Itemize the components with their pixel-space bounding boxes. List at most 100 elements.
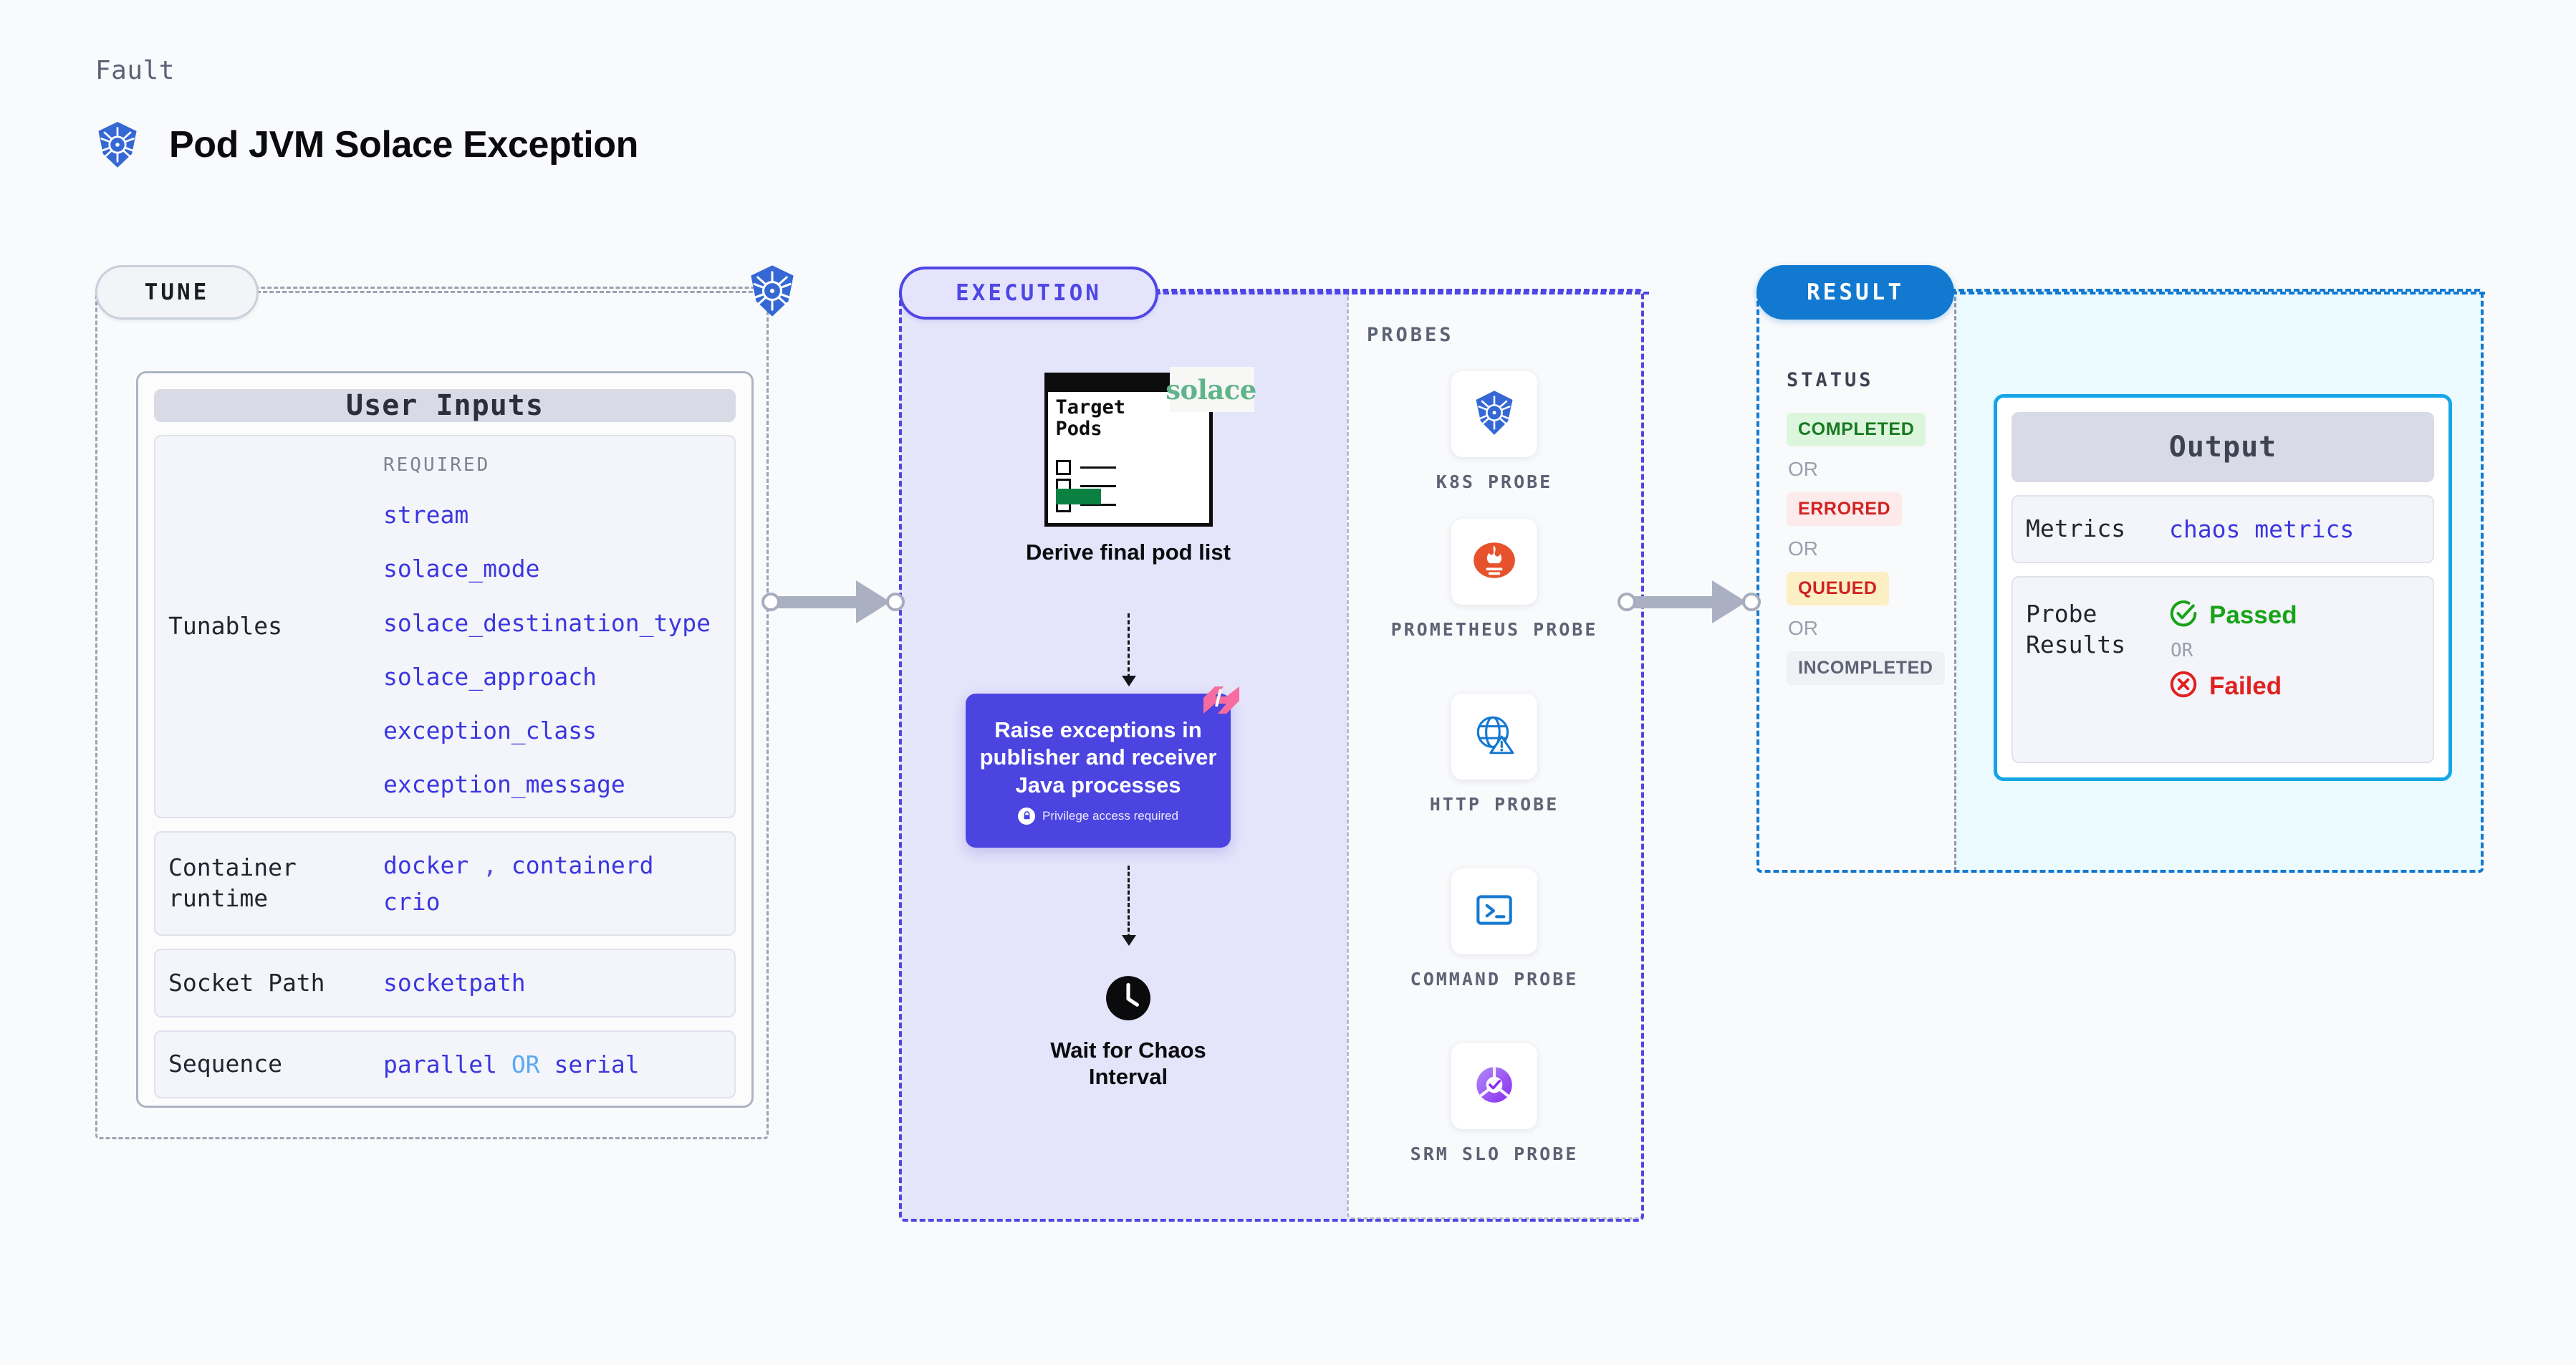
tune-pill[interactable]: TUNE <box>95 265 259 320</box>
flow-arrow-1 <box>1122 613 1136 686</box>
probe-results-row: Probe Results Passed OR <box>2012 576 2434 763</box>
solace-logo: solace <box>1166 367 1256 412</box>
sequence-row: Sequence parallel OR serial <box>154 1030 736 1098</box>
line-icon <box>1080 466 1116 469</box>
connector-shaft <box>776 595 860 608</box>
status-column: STATUS COMPLETED OR ERRORED OR QUEUED OR… <box>1787 369 1966 685</box>
sequence-or: OR <box>511 1050 540 1078</box>
container-runtime-values: docker , containerd crio <box>383 847 654 920</box>
sequence-values: parallel OR serial <box>383 1046 640 1083</box>
sequence-parallel: parallel <box>383 1050 497 1078</box>
result-dash-connector <box>1951 292 2485 294</box>
clock-icon <box>1105 976 1152 1025</box>
probe-command[interactable]: COMMAND PROBE <box>1347 868 1642 992</box>
tunables-values: REQUIRED stream solace_mode solace_desti… <box>383 451 711 803</box>
fault-eyebrow: Fault <box>95 56 175 85</box>
status-badge-queued: QUEUED <box>1787 572 1889 605</box>
required-tag: REQUIRED <box>383 454 491 476</box>
probe-failed-label: Failed <box>2209 671 2282 700</box>
execution-dash-connector <box>1155 292 1649 294</box>
socket-path-key: Socket Path <box>168 968 325 997</box>
globe-warning-icon <box>1471 712 1518 762</box>
probe-results-values: Passed OR Failed <box>2169 599 2297 702</box>
tunable-item: exception_class <box>383 716 597 744</box>
probe-k8s[interactable]: K8S PROBE <box>1347 371 1642 494</box>
probe-label: K8S PROBE <box>1436 471 1553 492</box>
execution-panel <box>899 289 1644 1222</box>
result-pill[interactable]: RESULT <box>1756 265 1954 320</box>
metrics-key: Metrics <box>2026 514 2126 543</box>
document-green-bar <box>1055 489 1101 504</box>
status-badge-incompleted: INCOMPLETED <box>1787 651 1945 685</box>
sequence-key: Sequence <box>168 1049 282 1078</box>
probe-results-key: Probe Results <box>2026 600 2126 659</box>
connector-arrowhead <box>1712 580 1746 623</box>
runtime-containerd: containerd <box>511 851 654 880</box>
privilege-note: Privilege access required <box>1018 807 1178 825</box>
tunable-item: exception_message <box>383 770 625 798</box>
connector-shaft <box>1632 595 1716 608</box>
status-title: STATUS <box>1787 369 1874 391</box>
connector-tune-to-execution <box>761 580 905 623</box>
sequence-serial: serial <box>554 1050 640 1078</box>
probe-tile <box>1451 519 1537 605</box>
socket-path-value: socketpath <box>383 969 526 997</box>
tunable-item: stream <box>383 501 469 530</box>
container-runtime-key: Container runtime <box>168 853 297 913</box>
result-panel <box>1756 289 2484 873</box>
status-badge-completed: COMPLETED <box>1787 413 1926 446</box>
metrics-value: chaos metrics <box>2169 515 2355 543</box>
probe-srm-slo[interactable]: SRM SLO PROBE <box>1347 1043 1642 1167</box>
socket-path-row: Socket Path socketpath <box>154 949 736 1017</box>
privilege-note-text: Privilege access required <box>1042 808 1178 823</box>
runtime-separator: , <box>483 851 497 880</box>
page-title-text: Pod JVM Solace Exception <box>169 124 639 166</box>
target-pods-document: Target Pods solace <box>1044 367 1256 527</box>
lock-icon <box>1018 807 1036 825</box>
connector-start-knob <box>761 593 780 611</box>
connector-arrowhead <box>856 580 890 623</box>
runtime-docker: docker <box>383 851 469 880</box>
derive-pod-list-step: Target Pods solace Derive final pod list <box>996 367 1261 565</box>
line-icon <box>1080 504 1116 506</box>
probe-http[interactable]: HTTP PROBE <box>1347 694 1642 817</box>
status-or: OR <box>1788 617 1818 639</box>
probe-passed-label: Passed <box>2209 600 2297 629</box>
runtime-crio: crio <box>383 888 441 916</box>
wait-caption: Wait for Chaos Interval <box>1050 1038 1206 1090</box>
kubernetes-icon <box>93 120 142 169</box>
prometheus-icon <box>1471 537 1518 588</box>
litmus-chaos-icon <box>1202 685 1241 719</box>
output-title: Output <box>2012 412 2434 482</box>
tunables-row: Tunables REQUIRED stream solace_mode sol… <box>154 435 736 819</box>
probe-label: PROMETHEUS PROBE <box>1390 619 1598 640</box>
result-inner-divider <box>1954 290 1956 871</box>
tunable-item: solace_mode <box>383 555 540 583</box>
connector-execution-to-result <box>1618 580 1761 623</box>
probe-tile <box>1451 371 1537 457</box>
x-circle-icon <box>2169 670 2198 702</box>
tunables-key: Tunables <box>168 612 282 641</box>
probe-tile <box>1451 868 1537 954</box>
chaos-injection-text: Raise exceptions in publisher and receiv… <box>979 717 1217 798</box>
probe-results-or: OR <box>2171 640 2193 662</box>
tunable-item: solace_destination_type <box>383 608 711 637</box>
probe-tile <box>1451 1043 1537 1129</box>
check-circle-icon <box>2169 599 2198 631</box>
derive-pod-list-caption: Derive final pod list <box>1026 540 1231 565</box>
probe-result-failed: Failed <box>2169 670 2297 702</box>
page-title: Pod JVM Solace Exception <box>93 120 638 169</box>
metrics-row: Metrics chaos metrics <box>2012 495 2434 564</box>
connector-start-knob <box>1618 593 1636 611</box>
terminal-icon <box>1471 886 1518 937</box>
probe-prometheus[interactable]: PROMETHEUS PROBE <box>1347 519 1642 642</box>
execution-pill[interactable]: EXECUTION <box>899 267 1158 320</box>
tune-dash-connector <box>256 291 772 293</box>
status-or: OR <box>1788 537 1818 560</box>
connector-end-knob <box>886 593 905 611</box>
connector-end-knob <box>1742 593 1761 611</box>
user-inputs-title: User Inputs <box>154 389 736 422</box>
chaos-injection-card: Raise exceptions in publisher and receiv… <box>966 686 1239 848</box>
probe-label: COMMAND PROBE <box>1410 969 1579 990</box>
